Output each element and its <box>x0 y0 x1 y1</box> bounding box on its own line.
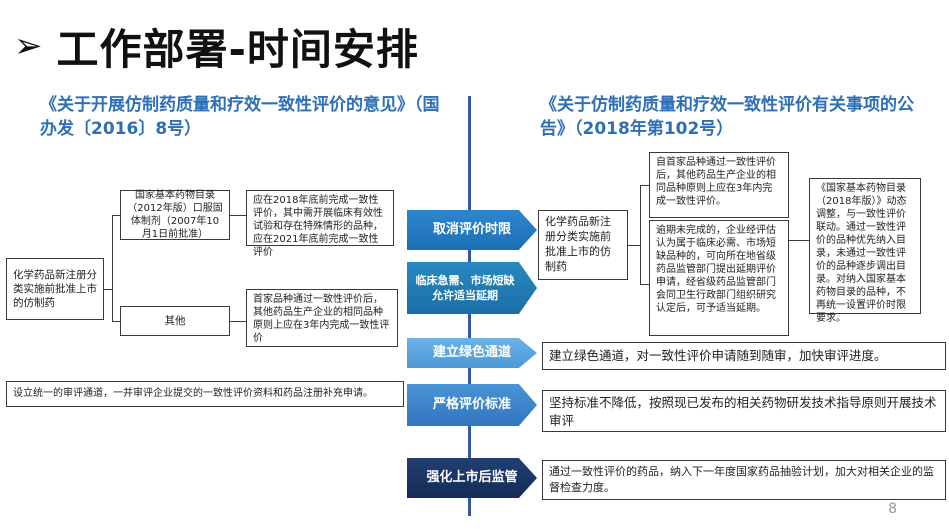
connector <box>112 215 120 216</box>
pre-registration-box: 化学药品新注册分类实施前批准上市的仿制药 <box>538 210 628 280</box>
other-box: 其他 <box>120 306 230 336</box>
catalog-2012-box: 国家基本药物目录（2012年版）口服固体制剂（2007年10月1日前批准） <box>120 190 230 240</box>
connector <box>640 185 641 285</box>
left-document-title: 《关于开展仿制药质量和疗效一致性评价的意见》（国办发〔2016〕8号） <box>40 95 440 139</box>
connector <box>230 321 246 322</box>
measure-arrow-strict-standard: 严格评价标准 <box>407 384 537 426</box>
connector <box>230 215 246 216</box>
connector <box>628 245 640 246</box>
green-channel-box: 建立绿色通道，对一致性评价申请随到随审，加快审评进度。 <box>542 342 946 370</box>
bullet-arrow-icon: ➢ <box>14 26 43 66</box>
post-market-box: 通过一致性评价的药品，纳入下一年度国家药品抽验计划，加大对相关企业的监督检查力度… <box>542 460 946 500</box>
connector <box>104 289 112 290</box>
measure-arrow-extension: 临床急需、市场短缺允许适当延期 <box>407 262 537 314</box>
other-rule-box: 首家品种通过一致性评价后，其他药品生产企业的相同品种原则上应在3年内完成一致性评… <box>246 289 398 347</box>
measure-arrow-cancel-deadline: 取消评价时限 <box>407 210 537 250</box>
measure-arrow-post-market: 强化上市后监管 <box>407 458 537 498</box>
rule-extension-box: 逾期未完成的，企业经评估认为属于临床必需、市场短缺品种的，可向所在地省级药品监管… <box>649 220 789 336</box>
strict-standard-box: 坚持标准不降低，按照现已发布的相关药物研发技术指导原则开展技术审评 <box>542 390 946 432</box>
connector <box>112 215 113 322</box>
right-document-title: 《关于仿制药质量和疗效一致性评价有关事项的公告》（2018年第102号） <box>540 95 914 139</box>
connector <box>112 321 120 322</box>
rule-top-box: 自首家品种通过一致性评价后，其他药品生产企业的相同品种原则上应在3年内完成一致性… <box>649 152 789 218</box>
connector <box>640 284 649 285</box>
connector <box>789 240 809 241</box>
page-number: 8 <box>888 501 897 517</box>
page-title: 工作部署-时间安排 <box>56 24 419 74</box>
unified-channel-box: 设立统一的审评通道，一并审评企业提交的一致性评价资料和药品注册补充申请。 <box>6 381 404 407</box>
connector <box>640 185 649 186</box>
measure-arrow-green-channel: 建立绿色通道 <box>407 338 537 368</box>
left-root-box: 化学药品新注册分类实施前批准上市的仿制药 <box>6 258 104 320</box>
page-header: ➢ 工作部署-时间安排 <box>14 14 419 78</box>
catalog-2018-box: 《国家基本药物目录（2018年版）》动态调整，与一致性评价联动。通过一致性评价的… <box>809 178 921 324</box>
catalog-2012-rule-box: 应在2018年底前完成一致性评价，其中需开展临床有效性试验和存在特殊情形的品种，… <box>246 190 394 258</box>
